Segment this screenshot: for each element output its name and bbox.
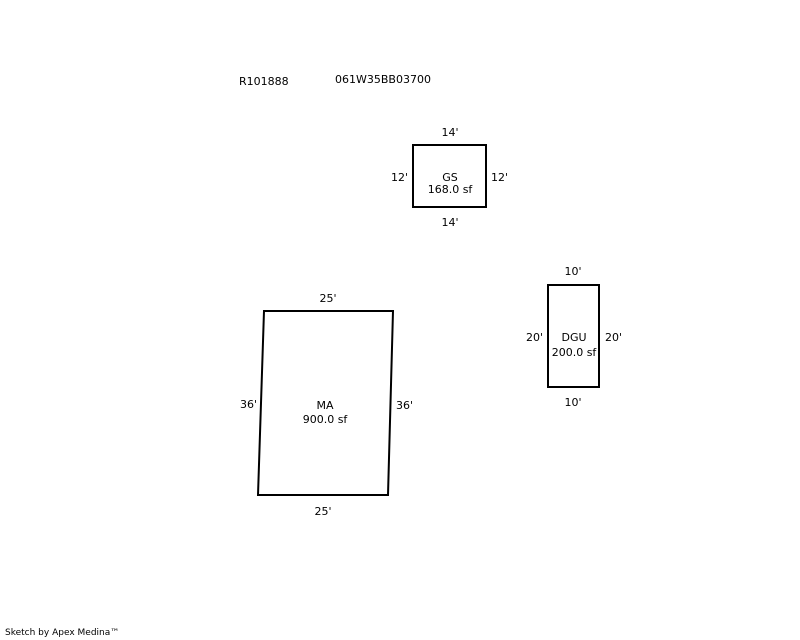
map-taxlot: 061W35BB03700 — [335, 73, 431, 86]
gs-dim-left: 12' — [391, 171, 409, 184]
dgu-dim-right: 20' — [605, 331, 623, 344]
ma-dim-left: 36' — [240, 398, 258, 411]
gs-dim-right: 12' — [491, 171, 509, 184]
area-outline-dgu — [547, 284, 600, 388]
dgu-dim-top: 10' — [564, 265, 582, 278]
account-id: R101888 — [239, 75, 289, 88]
ma-dim-right: 36' — [396, 399, 414, 412]
gs-area: 168.0 sf — [427, 183, 473, 196]
dgu-dim-bottom: 10' — [564, 396, 582, 409]
sketch-credit: Sketch by Apex Medina™ — [5, 628, 120, 638]
area-outline-gs — [412, 144, 487, 208]
dgu-area: 200.0 sf — [551, 346, 597, 359]
ma-area: 900.0 sf — [302, 413, 348, 426]
area-outline-ma — [256, 310, 395, 496]
gs-dim-bottom: 14' — [441, 216, 459, 229]
ma-dim-bottom: 25' — [314, 505, 332, 518]
dgu-label: DGU — [561, 331, 587, 344]
ma-dim-top: 25' — [319, 292, 337, 305]
gs-label: GS — [442, 171, 458, 184]
gs-dim-top: 14' — [441, 126, 459, 139]
dgu-dim-left: 20' — [526, 331, 544, 344]
ma-label: MA — [316, 399, 334, 412]
